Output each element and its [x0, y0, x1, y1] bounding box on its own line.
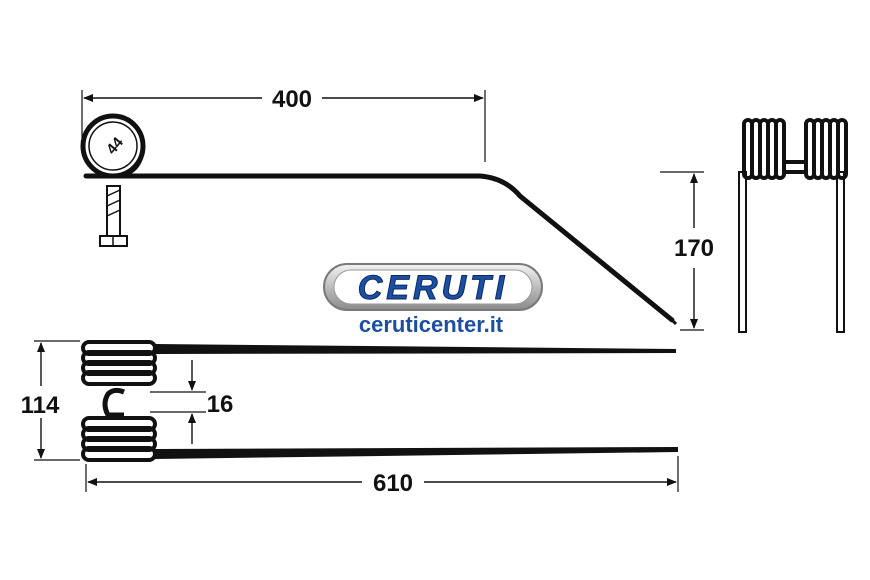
- eye-diameter-label: 44: [103, 134, 127, 158]
- tine-lower: [155, 447, 678, 459]
- bolt-icon: [99, 185, 128, 247]
- front-bridge: [782, 160, 808, 174]
- tine-upper: [155, 344, 676, 354]
- top-coil-upper: [81, 340, 157, 386]
- logo-brand-text: CERUTI: [358, 269, 509, 307]
- dimension-label-114: 114: [21, 392, 60, 419]
- dimension-label-170: 170: [674, 235, 714, 262]
- logo-website-text: ceruticenter.it: [359, 312, 504, 337]
- dimension-label-400: 400: [272, 86, 312, 113]
- dimension-label-16: 16: [207, 391, 234, 418]
- ceruti-logo: CERUTI ceruticenter.it: [323, 263, 543, 337]
- front-coil-right: [804, 118, 848, 180]
- top-coil-lower: [81, 416, 157, 462]
- top-view: 114 16 610: [21, 340, 679, 497]
- dimension-label-610: 610: [373, 470, 413, 497]
- front-view: [738, 118, 848, 333]
- tine-side-rod: [83, 173, 675, 323]
- top-bridge: [102, 387, 125, 418]
- front-coil-left: [742, 118, 786, 180]
